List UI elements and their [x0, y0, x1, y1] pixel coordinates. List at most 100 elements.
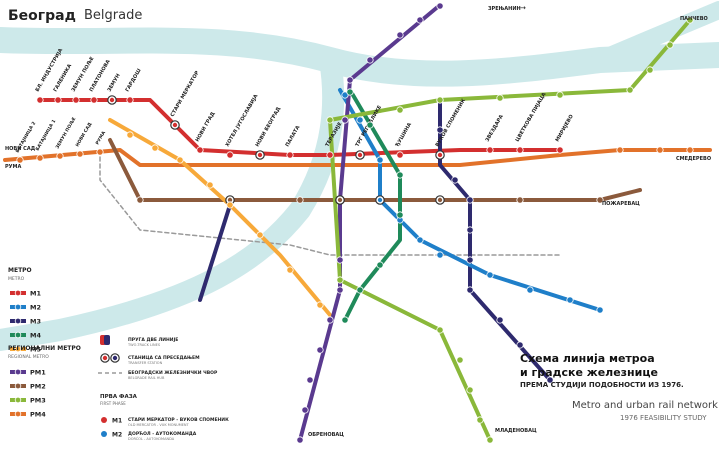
- station: [54, 96, 62, 104]
- legend-heading: ПРВА ФАЗА: [100, 394, 138, 400]
- station: [486, 436, 494, 444]
- map-title-en: Belgrade: [84, 8, 143, 23]
- station: [436, 2, 444, 10]
- legend-symbol-label: СТАНИЦА СА ПРЕСЕДАЊЕМ: [128, 355, 200, 361]
- phase-dot: [101, 417, 107, 423]
- legend-swatch-dot: [14, 331, 22, 339]
- station: [76, 150, 84, 158]
- station-label: ГАРДОШ: [125, 68, 143, 93]
- station: [366, 121, 374, 129]
- station: [396, 106, 404, 114]
- phase-label: СТАРИ МЕРКАТОР - ВУКОВ СПОМЕНИК: [128, 417, 229, 423]
- station: [90, 96, 98, 104]
- station: [546, 376, 554, 384]
- phase-sub: DORĆOL - AUTOKOMANDA: [128, 436, 175, 441]
- station: [356, 116, 364, 124]
- station: [126, 96, 134, 104]
- legend-label: М2: [112, 432, 122, 439]
- place-label: ПАНЧЕВО: [680, 16, 708, 22]
- station: [496, 94, 504, 102]
- station: [336, 286, 344, 294]
- legend-label: М2: [30, 304, 41, 312]
- station: [396, 171, 404, 179]
- phase-sub: OLD MERCATOR - VUK MONUMENT: [128, 423, 190, 427]
- station-label: ЗЕМУН: [107, 73, 122, 93]
- legend-label: М4: [30, 332, 41, 340]
- headline-line1: Схема линија метроа: [520, 352, 655, 365]
- place-label: МЛАДЕНОВАЦ: [495, 428, 537, 434]
- station-label: ЗЕМУН ПОЉЕ: [55, 116, 78, 150]
- station: [196, 146, 204, 154]
- station: [336, 276, 344, 284]
- station: [646, 66, 654, 74]
- legend-swatch-dot: [14, 396, 22, 404]
- station: [466, 256, 474, 264]
- transfer-station-core: [112, 355, 118, 361]
- station: [616, 146, 624, 154]
- station: [516, 341, 524, 349]
- station: [436, 96, 444, 104]
- station: [396, 31, 404, 39]
- place-label: СМЕДЕРЕВО: [676, 156, 711, 162]
- legend-label: М3: [30, 318, 41, 326]
- station: [256, 231, 264, 239]
- transfer-station-core: [227, 197, 233, 203]
- station-label: РУМА: [95, 130, 108, 146]
- danube-river-east: [591, 1, 719, 69]
- line-m4: [343, 88, 402, 322]
- station-label: НОВИ ГРАД: [195, 111, 217, 143]
- line-m3-west: [198, 203, 232, 302]
- station: [486, 146, 494, 154]
- transfer-station-core: [357, 152, 363, 158]
- station: [451, 176, 459, 184]
- station: [456, 356, 464, 364]
- station: [296, 196, 304, 204]
- station: [56, 152, 64, 160]
- legend-label: М1: [30, 290, 41, 298]
- station-label: БАТАЈНИЦА 1: [35, 119, 58, 152]
- legend-swatch-dot: [14, 382, 22, 390]
- transfer-station-core: [437, 197, 443, 203]
- station: [376, 156, 384, 164]
- legend-swatch-dot: [14, 368, 22, 376]
- headline-line2: и градске железнице: [520, 366, 658, 379]
- legend-symbol-label: ПРУГА ДВЕ ЛИНИЈЕ: [128, 337, 178, 343]
- legend-heading: МЕТРО: [8, 267, 32, 274]
- station-label: ЂУШИНА: [395, 122, 414, 148]
- legend-heading: РЕГИОНАЛНИ МЕТРО: [8, 345, 81, 352]
- transfer-station-core: [109, 97, 115, 103]
- station: [556, 146, 564, 154]
- station: [316, 346, 324, 354]
- station: [366, 56, 374, 64]
- phase-dot: [101, 431, 107, 437]
- two-track-icon: [104, 335, 110, 345]
- station: [466, 386, 474, 394]
- station: [136, 196, 144, 204]
- legend-sub: FIRST PHASE: [100, 401, 126, 406]
- station: [516, 146, 524, 154]
- station-label: ХОТЕЛ ЈУГОСЛАВИЈА: [225, 93, 260, 148]
- legend-sub: REGIONAL METRO: [8, 354, 49, 360]
- legend-label: РМ4: [30, 411, 46, 419]
- station: [376, 261, 384, 269]
- transfer-station-core: [437, 152, 443, 158]
- station: [176, 156, 184, 164]
- station: [226, 201, 234, 209]
- legend-label: М5: [30, 346, 41, 354]
- station: [296, 436, 304, 444]
- station: [596, 196, 604, 204]
- map-title: Београд: [8, 8, 76, 24]
- legend-label: М1: [112, 418, 122, 425]
- line-rm2: [108, 138, 642, 202]
- legend-swatch-dot: [14, 410, 22, 418]
- station: [346, 76, 354, 84]
- legend-swatch-dot: [14, 303, 22, 311]
- rail-hub-line: [99, 149, 561, 256]
- headline: Схема линија метроа и градске железнице: [520, 352, 658, 380]
- station: [436, 251, 444, 259]
- station-label: ГАЛЕНИКА: [53, 63, 74, 93]
- legend-swatch-dot: [14, 345, 22, 353]
- station: [416, 236, 424, 244]
- station: [301, 406, 309, 414]
